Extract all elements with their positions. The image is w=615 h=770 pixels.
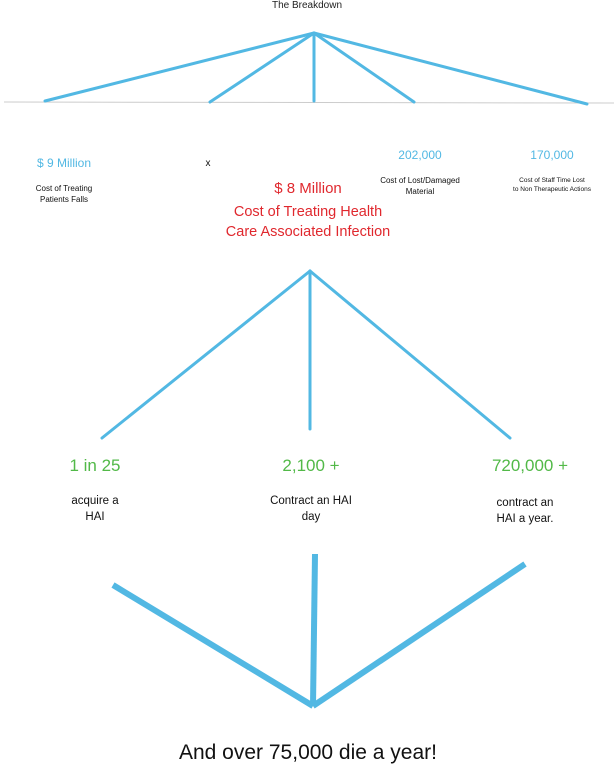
baseline (3, 101, 615, 104)
cost-label-falls: Cost of Treating Patients Falls (35, 184, 93, 204)
fan-line-4 (312, 31, 416, 104)
converge-line-middle (310, 553, 318, 707)
cost-label-material: Cost of Lost/Damaged Material (380, 176, 460, 196)
fan-line-5 (312, 31, 589, 106)
fan-line-1 (43, 31, 316, 103)
stat-value-yearly: 720,000 + (491, 456, 569, 475)
converge-line-right (311, 561, 527, 709)
center-cost-label-line2: Care Associated Infection (225, 224, 391, 240)
cost-value-falls: $ 9 Million (36, 156, 92, 170)
stat-label-ratio: acquire a HAI (71, 495, 119, 524)
branch-line-left (100, 269, 312, 440)
page-title: The Breakdown (271, 0, 343, 11)
cost-value-staff-time: 170,000 (530, 148, 574, 162)
cost-marker-x: x (205, 158, 211, 169)
center-cost-value: $ 8 Million (274, 180, 342, 197)
stat-value-daily: 2,100 + (282, 456, 340, 475)
center-cost-label-line1: Cost of Treating Health (233, 204, 383, 220)
cost-label-staff-time: Cost of Staff Time Lost to Non Therapeut… (513, 177, 591, 193)
fan-line-2 (208, 31, 316, 104)
stat-value-ratio: 1 in 25 (69, 456, 121, 475)
stat-label-yearly: contract an HAI a year. (496, 497, 554, 526)
footer-statement: And over 75,000 die a year! (178, 741, 437, 764)
cost-value-material: 202,000 (398, 148, 442, 162)
converge-line-left (111, 582, 315, 709)
stat-label-daily: Contract an HAI day (270, 495, 352, 524)
branch-line-right (308, 269, 512, 440)
